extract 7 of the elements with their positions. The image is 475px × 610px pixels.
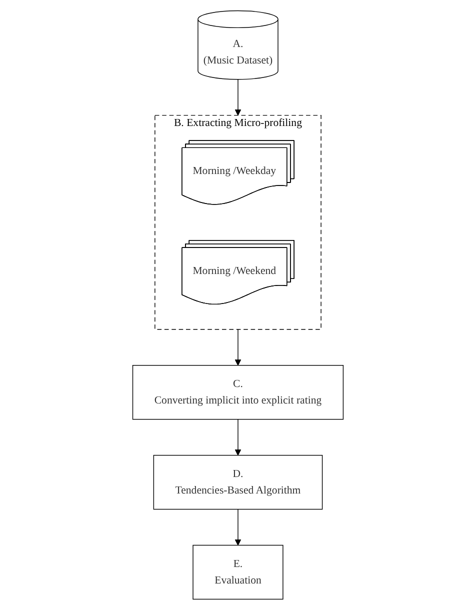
- node-box: E. Evaluation: [192, 544, 283, 600]
- node-box: C. Converting implicit into explicit rating: [132, 365, 344, 420]
- arrow: [234, 329, 241, 366]
- arrow: [234, 418, 241, 456]
- node-box: D. Tendencies-Based Algorithm: [152, 454, 322, 510]
- arrow: [234, 79, 241, 116]
- arrow: [234, 508, 241, 546]
